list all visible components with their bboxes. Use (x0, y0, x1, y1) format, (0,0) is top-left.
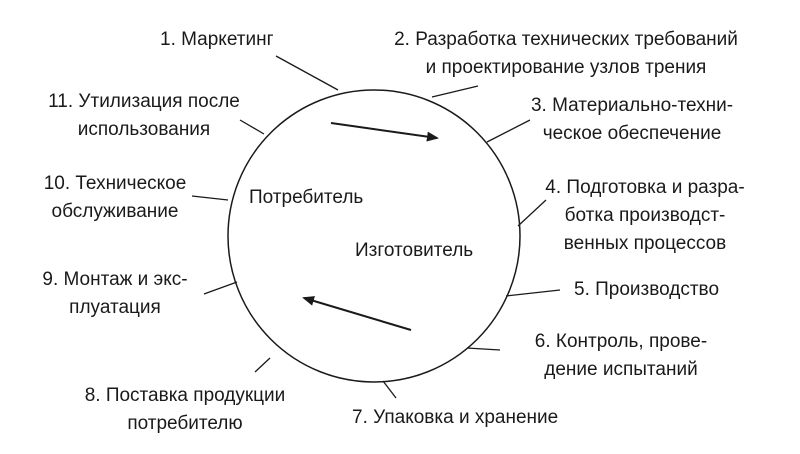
leader-line-5 (505, 289, 561, 297)
stage-7-label: 7. Упаковка и хранение (352, 407, 559, 428)
stage-3-label: 3. Материально-техни-ческое обеспечение (530, 95, 734, 144)
leader-line-9 (203, 281, 238, 295)
leader-line-8 (254, 357, 271, 373)
stage-4-label: 4. Подготовка и разра-ботка производст-в… (545, 177, 745, 254)
manufacturer-label: Изготовитель (355, 240, 474, 261)
lifecycle-circle (227, 89, 521, 383)
arrow-backward (302, 296, 412, 331)
stage-1-label: 1. Маркетинг (160, 29, 274, 50)
consumer-label: Потребитель (249, 187, 364, 208)
leader-line-6 (466, 347, 501, 351)
stage-6-label: 6. Контроль, прове-дение испытаний (534, 331, 708, 380)
leader-line-4 (517, 199, 547, 227)
arrow-forward (330, 122, 439, 142)
leader-line-11 (239, 119, 265, 135)
leader-line-10 (191, 195, 229, 201)
stage-5-label: 5. Производство (574, 279, 720, 300)
leader-line-1 (275, 55, 339, 91)
stage-9-label: 9. Монтаж и экс-плуатация (42, 269, 188, 318)
leader-line-2 (431, 85, 479, 98)
leader-line-3 (486, 119, 531, 143)
leader-line-7 (382, 380, 397, 399)
